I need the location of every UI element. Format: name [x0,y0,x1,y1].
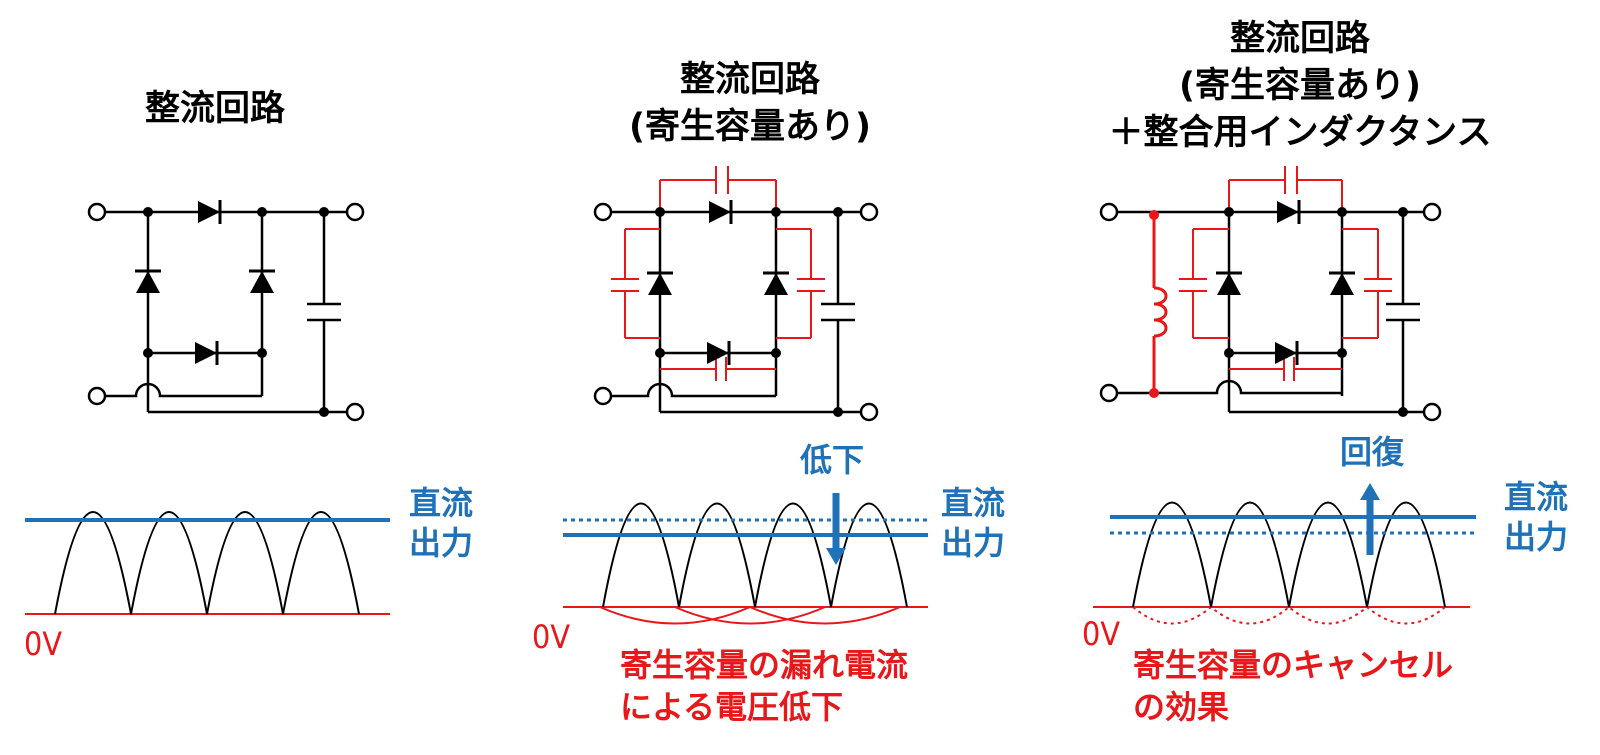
parasitic-capacitors-circuit-2 [611,166,825,381]
rectifier-circuit-2 [609,210,868,414]
dc-output-label-1: 直流出力 [409,484,474,562]
dc-output-label-2: 直流出力 [941,484,1006,562]
leakage-current-wave [599,605,901,625]
diodes-circuit-2 [645,198,791,367]
terminals-circuit-3 [1099,202,1442,422]
junction-dots-circuit-2 [655,207,843,417]
rectifier-circuit-1 [103,210,348,414]
waveform-panel-3 [1093,483,1476,625]
leakage-note: 寄生容量の漏れ電流による電圧低下 [620,646,909,726]
junction-dots-circuit-3 [1149,207,1408,417]
waveform-panel-2 [563,493,928,625]
diodes-circuit-1 [133,198,277,367]
panel-1-title: 整流回路 [144,89,285,129]
waveform-panel-1 [25,511,390,615]
panel-3-title: 整流回路 (寄生容量あり) ＋整合用インダクタンス [1108,19,1492,153]
diodes-circuit-3 [1214,198,1357,367]
panel-2-title: 整流回路 (寄生容量あり) [629,60,871,147]
dc-output-label-3: 直流出力 [1504,478,1569,556]
terminals-circuit-1 [87,202,365,422]
parasitic-capacitors-circuit-3 [1179,166,1392,381]
cancelled-leakage-wave [1132,605,1446,625]
zero-volt-label-2: 0V [532,618,570,656]
cancel-note: 寄生容量のキャンセルの効果 [1133,646,1454,726]
junction-dots-circuit-1 [143,207,329,417]
zero-volt-label-3: 0V [1082,615,1120,653]
rectifier-circuit-3 [1109,210,1427,414]
terminals-circuit-2 [593,202,879,422]
decrease-label: 低下 [800,441,865,479]
matching-inductor-circuit-3 [1152,215,1168,393]
recovery-label: 回復 [1340,433,1405,471]
rectified-wave [54,511,360,615]
zero-volt-label-1: 0V [24,625,62,663]
